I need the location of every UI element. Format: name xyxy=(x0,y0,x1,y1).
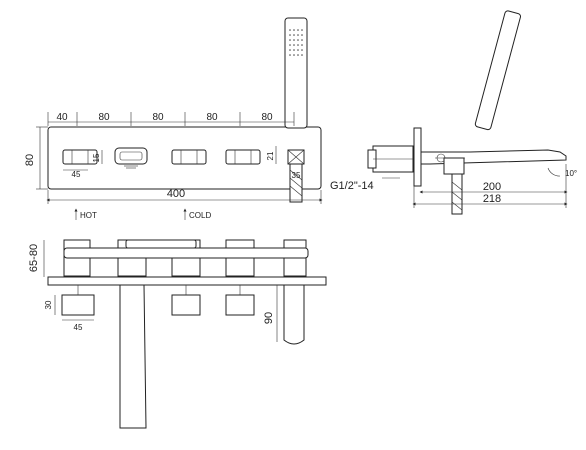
dim-handle-30: 30 xyxy=(44,300,53,309)
total-width-dimension: 400 xyxy=(46,188,323,204)
cold-label: COLD xyxy=(189,211,211,220)
dim-shower-90: 90 xyxy=(263,312,275,324)
spout-control xyxy=(114,147,148,169)
dim-handle-width: 45 xyxy=(72,170,81,179)
dim-projection-200: 200 xyxy=(483,181,501,193)
dim-depth-range: 65-80 xyxy=(28,244,40,272)
dim-seg-4: 80 xyxy=(206,112,218,123)
bottom-view: 65-80 30 45 90 xyxy=(28,239,327,429)
hand-shower xyxy=(284,17,308,203)
side-view: 10° G1/2"-14 200 218 xyxy=(330,10,577,215)
wall-plate xyxy=(47,126,322,190)
angle-label: 10° xyxy=(565,169,577,178)
handle-2 xyxy=(171,149,207,165)
cold-label-group: COLD xyxy=(183,208,211,220)
dim-seg-5: 80 xyxy=(261,112,273,123)
hot-label: HOT xyxy=(80,211,97,220)
dim-seg-1: 40 xyxy=(56,112,68,123)
hot-label-group: HOT xyxy=(74,208,97,220)
height-dimension: 80 xyxy=(24,126,48,190)
handle-3 xyxy=(225,149,261,165)
handle-dimensions: 45 15 21 35 xyxy=(63,146,301,180)
dim-projection-218: 218 xyxy=(483,193,501,205)
dim-shower-offset: 21 xyxy=(266,151,275,160)
dim-shower-base: 35 xyxy=(292,171,301,180)
dim-handle-height: 15 xyxy=(92,153,101,162)
dim-total-width: 400 xyxy=(167,188,185,200)
top-dimensions: 40 80 80 80 80 xyxy=(47,112,295,126)
handle-1 xyxy=(62,149,98,165)
dim-seg-3: 80 xyxy=(152,112,164,123)
dim-seg-2: 80 xyxy=(98,112,110,123)
thread-label: G1/2"-14 xyxy=(330,180,374,192)
dim-handle-45: 45 xyxy=(74,323,83,332)
dim-height: 80 xyxy=(24,154,36,166)
front-view: 40 80 80 80 80 80 45 15 21 35 xyxy=(24,17,323,220)
